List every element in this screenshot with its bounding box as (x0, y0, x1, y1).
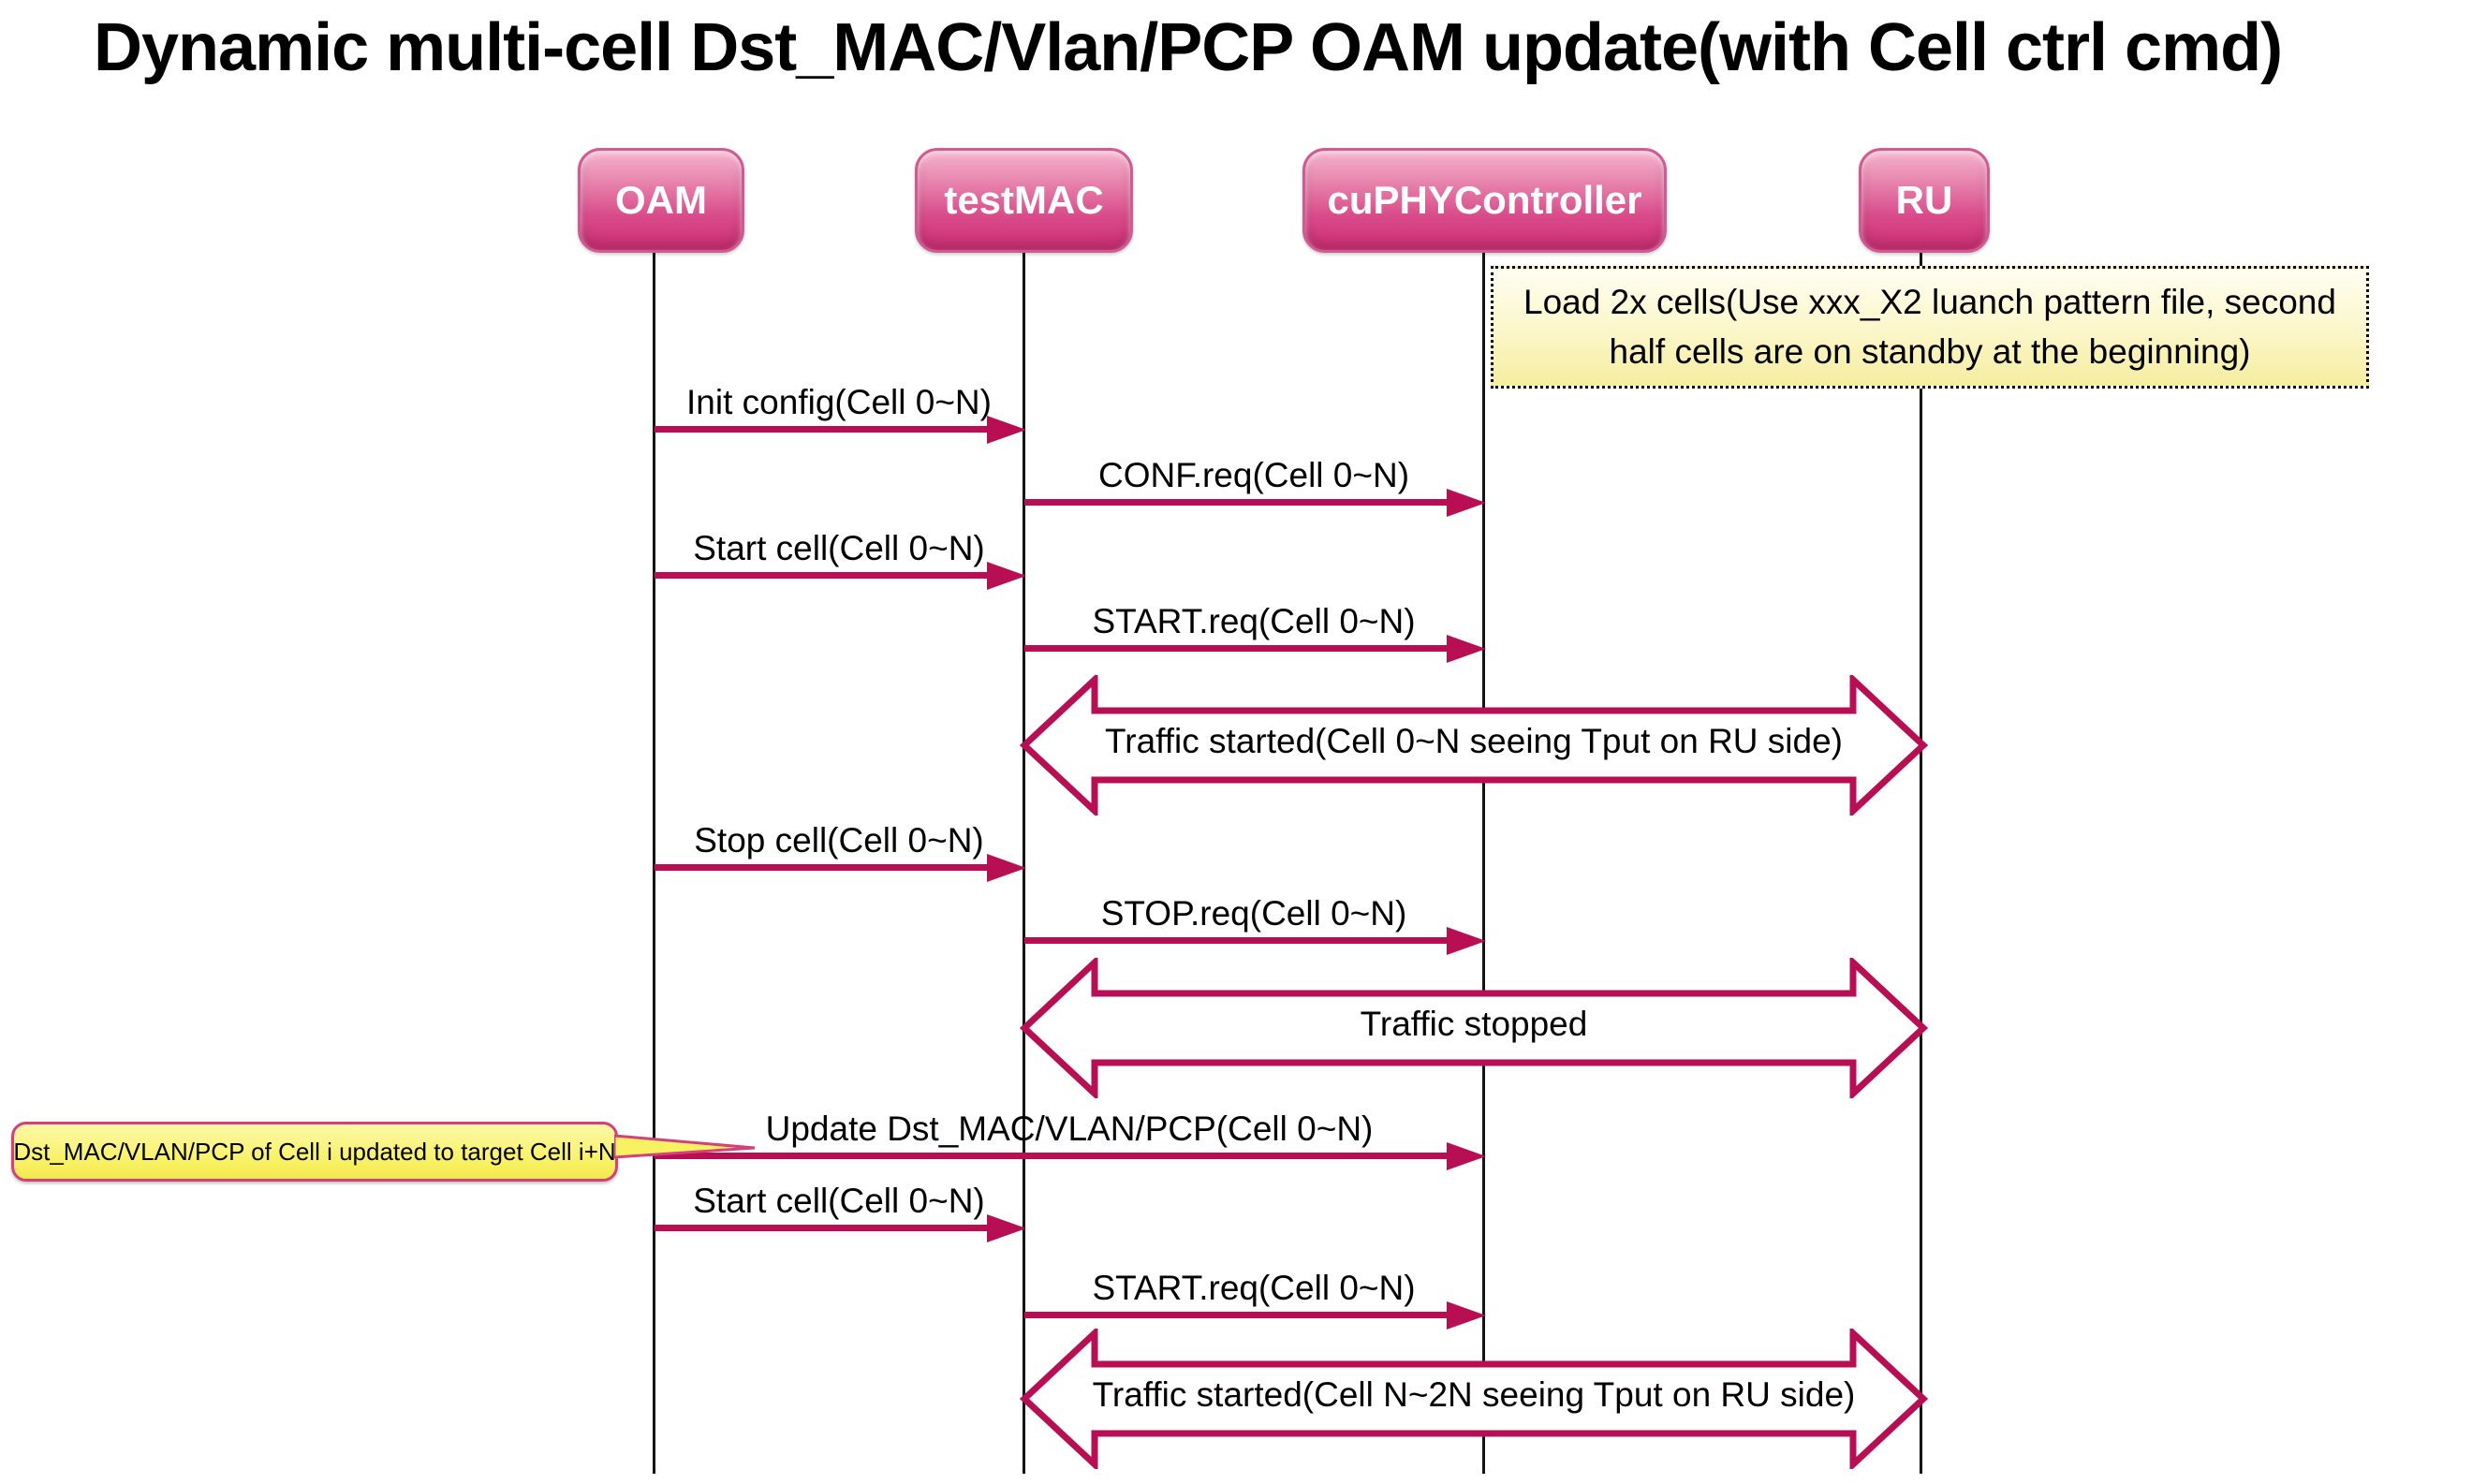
note-load-cells: Load 2x cells(Use xxx_X2 luanch pattern … (1491, 266, 2369, 389)
message-label: START.req(Cell 0~N) (1092, 602, 1416, 640)
message-line (655, 426, 989, 433)
double-arrow-icon (1020, 1329, 1928, 1469)
message-label: Start cell(Cell 0~N) (693, 529, 985, 567)
message-label: Init config(Cell 0~N) (686, 383, 992, 421)
message-line (1024, 937, 1449, 944)
participant-label-oam: OAM (615, 178, 707, 222)
lifeline-cuphycontroller (1482, 245, 1485, 1474)
diagram-title: Dynamic multi-cell Dst_MAC/Vlan/PCP OAM … (94, 10, 2283, 85)
arrowhead-right-icon (1447, 1301, 1486, 1330)
participant-label-testmac: testMAC (944, 178, 1104, 222)
arrowhead-right-icon (1447, 489, 1486, 517)
arrowhead-right-icon (987, 416, 1026, 444)
double-arrow-icon (1020, 675, 1928, 815)
callout-note: Dst_MAC/VLAN/PCP of Cell i updated to ta… (11, 1122, 618, 1182)
message-line (1024, 1312, 1449, 1318)
message-label: Traffic started(Cell N~2N seeing Tput on… (1092, 1375, 1856, 1414)
participant-label-cuphycontroller: cuPHYController (1327, 178, 1642, 222)
message-label: Traffic stopped (1360, 1005, 1588, 1043)
arrowhead-right-icon (987, 1214, 1026, 1242)
message-label: START.req(Cell 0~N) (1092, 1269, 1416, 1307)
message-line (655, 572, 989, 579)
lifeline-oam (653, 245, 655, 1474)
bidirectional-arrow-traffic-stopped: Traffic stopped (1020, 958, 1928, 1098)
callout-tail-icon (614, 1134, 756, 1159)
lifeline-ru (1920, 245, 1922, 1474)
participant-box-oam: OAM (578, 148, 744, 253)
message-label: CONF.req(Cell 0~N) (1097, 456, 1410, 494)
message-line (655, 1153, 1449, 1159)
message-line (655, 1225, 989, 1231)
participant-box-ru: RU (1859, 148, 1990, 253)
bidirectional-arrow-traffic-started-1: Traffic started(Cell 0~N seeing Tput on … (1020, 675, 1928, 815)
message-label: Start cell(Cell 0~N) (693, 1182, 985, 1220)
arrowhead-right-icon (987, 562, 1026, 590)
message-label: Update Dst_MAC/VLAN/PCP(Cell 0~N) (765, 1109, 1374, 1148)
arrowhead-right-icon (987, 854, 1026, 882)
participant-box-cuphycontroller: cuPHYController (1302, 148, 1667, 253)
message-label: Stop cell(Cell 0~N) (694, 821, 984, 860)
message-label: Traffic started(Cell 0~N seeing Tput on … (1105, 722, 1843, 760)
arrowhead-right-icon (1447, 635, 1486, 663)
arrowhead-right-icon (1447, 927, 1486, 955)
participant-label-ru: RU (1895, 178, 1953, 222)
message-line (1024, 645, 1449, 652)
message-line (655, 864, 989, 871)
message-label: STOP.req(Cell 0~N) (1100, 894, 1407, 933)
message-line (1024, 499, 1449, 506)
arrowhead-right-icon (1447, 1142, 1486, 1170)
participant-box-testmac: testMAC (915, 148, 1133, 253)
bidirectional-arrow-traffic-started-2: Traffic started(Cell N~2N seeing Tput on… (1020, 1329, 1928, 1469)
double-arrow-icon (1020, 958, 1928, 1098)
callout-text: Dst_MAC/VLAN/PCP of Cell i updated to ta… (13, 1137, 616, 1166)
